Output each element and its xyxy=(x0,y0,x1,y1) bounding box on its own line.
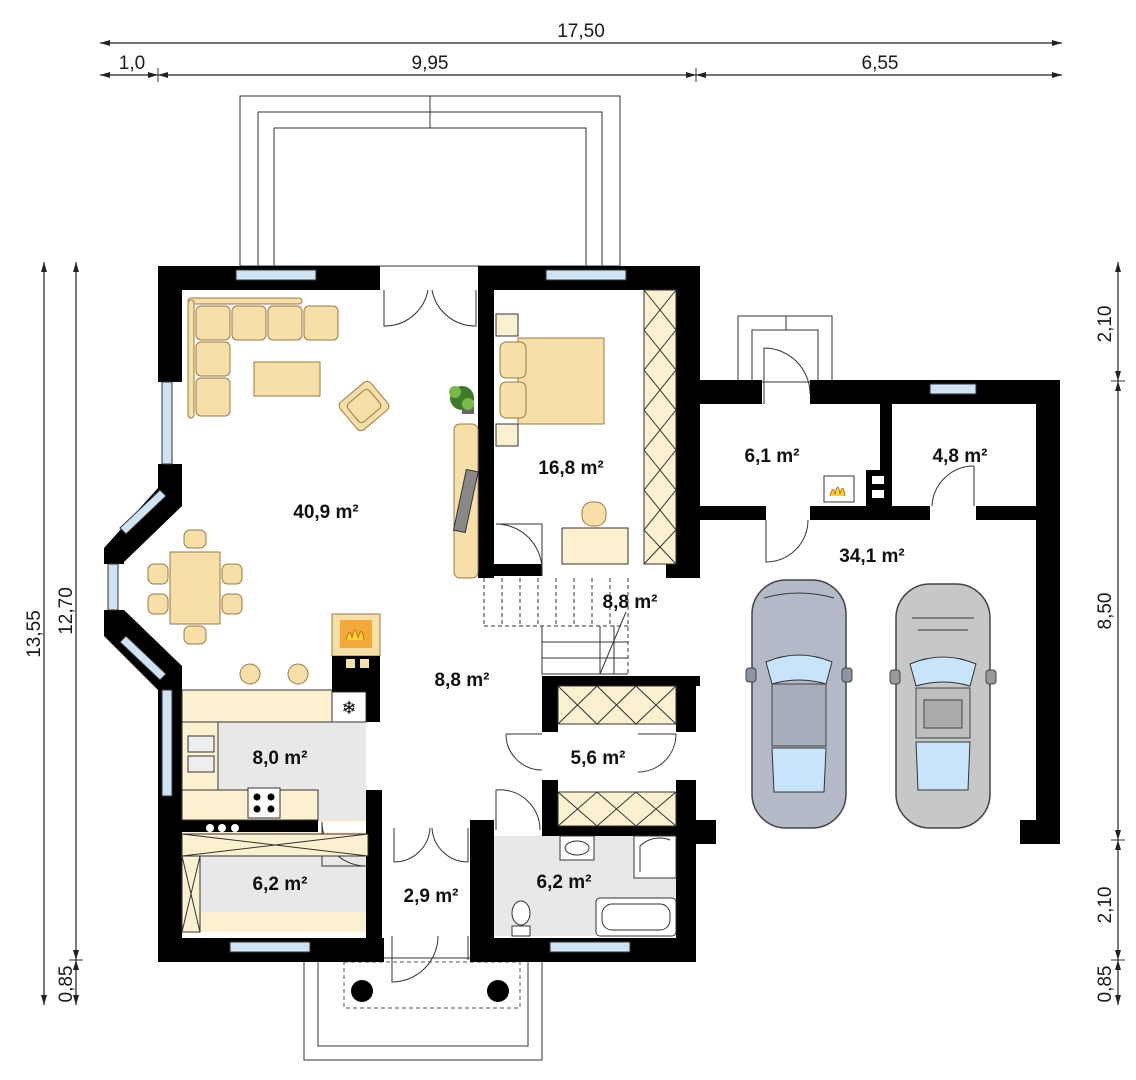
windows xyxy=(107,269,977,953)
toilet-icon xyxy=(511,900,531,937)
walls xyxy=(104,266,1060,962)
terrace-door-right xyxy=(431,289,477,327)
doors xyxy=(321,289,975,983)
top-dimensions: 17,50 1,0 9,95 6,55 xyxy=(100,21,1062,82)
desk xyxy=(561,527,629,565)
boiler-fittings xyxy=(823,470,892,506)
pantry-shelves xyxy=(181,833,369,933)
room-area-wardrobe: 5,6 m² xyxy=(571,748,626,769)
vestibule-door-left xyxy=(393,827,431,863)
oven-knobs-icon xyxy=(206,824,239,832)
left-dimensions: 13,55 12,70 0,85 xyxy=(24,262,83,1005)
storage-door xyxy=(931,465,975,507)
shower-icon xyxy=(633,835,677,879)
coffee-table xyxy=(253,361,321,397)
dim-right-mid: 8,50 xyxy=(1095,593,1116,630)
dim-right-segment: 6,55 xyxy=(862,53,899,74)
porch-column-left xyxy=(351,980,373,1002)
dim-right-low: 2,10 xyxy=(1095,887,1116,924)
dim-left-outer: 13,55 xyxy=(24,610,45,658)
dim-left-bottom: 0,85 xyxy=(56,966,77,1003)
sink-icon xyxy=(187,735,215,773)
fireplace-icon xyxy=(331,613,381,676)
bar-stool xyxy=(287,663,309,685)
right-dimensions: 2,10 8,50 2,10 0,85 xyxy=(1095,262,1125,1005)
rear-terrace xyxy=(239,95,621,267)
room-area-kitchen: 8,0 m² xyxy=(253,748,308,769)
vestibule-door-right xyxy=(431,827,469,863)
hob-icon xyxy=(247,787,281,819)
potted-plant xyxy=(449,386,474,414)
room-area-bathroom: 6,2 m² xyxy=(537,872,592,893)
desk-chair xyxy=(581,501,607,527)
armchair xyxy=(338,380,390,432)
tv-set xyxy=(452,468,479,534)
terrace-door-left xyxy=(383,289,429,327)
room-area-pantry: 6,2 m² xyxy=(253,874,308,895)
dim-right-top: 2,10 xyxy=(1095,306,1116,343)
room-area-stairs: 8,8 m² xyxy=(603,592,658,613)
wardrobe-door-right xyxy=(637,733,677,773)
staircase xyxy=(483,578,629,675)
boiler-outer-door xyxy=(763,347,811,404)
wardrobe-door-left xyxy=(505,733,543,771)
porch-column-right xyxy=(487,980,509,1002)
wardrobe-shelves xyxy=(557,685,677,827)
car-icon xyxy=(889,583,997,829)
bathroom-door xyxy=(495,789,541,831)
svg-text:❄: ❄ xyxy=(341,698,356,719)
boiler-flame-icon xyxy=(823,475,855,503)
boiler-entrance-porch xyxy=(737,315,833,383)
front-door xyxy=(391,935,439,983)
room-area-hall: 8,8 m² xyxy=(435,670,490,691)
dim-mid-segment: 9,95 xyxy=(412,53,449,74)
dim-left-segment: 1,0 xyxy=(119,53,145,74)
room-area-boiler: 6,1 m² xyxy=(745,446,800,467)
room-labels: 40,9 m² 16,8 m² 8,8 m² 8,8 m² 8,0 m² 6,2… xyxy=(253,446,988,907)
room-area-bedroom: 16,8 m² xyxy=(538,458,603,479)
kitchen-fittings: ❄ xyxy=(181,663,367,832)
bathtub-icon xyxy=(595,897,677,937)
dim-left-inner: 12,70 xyxy=(56,587,77,635)
bathroom-fixtures xyxy=(511,835,677,937)
corner-sofa xyxy=(187,297,339,419)
wardrobe xyxy=(643,289,677,565)
bedroom-furniture xyxy=(495,289,677,565)
double-bed xyxy=(517,337,605,425)
room-area-storage: 4,8 m² xyxy=(933,446,988,467)
room-area-garage: 34,1 m² xyxy=(839,546,904,567)
dim-right-bottom: 0,85 xyxy=(1095,966,1116,1003)
boiler-inner-door xyxy=(765,519,809,563)
bedroom-door xyxy=(495,523,543,576)
car-icon xyxy=(745,579,853,829)
dim-total-width: 17,50 xyxy=(557,21,605,42)
dining-set xyxy=(147,529,243,645)
bar-stool xyxy=(239,663,261,685)
front-porch xyxy=(303,957,543,1061)
living-furniture xyxy=(147,297,479,676)
washbasin-icon xyxy=(559,835,595,861)
fridge-snowflake-icon: ❄ xyxy=(331,691,367,723)
room-area-vestibule: 2,9 m² xyxy=(404,886,459,907)
room-area-living: 40,9 m² xyxy=(293,502,358,523)
